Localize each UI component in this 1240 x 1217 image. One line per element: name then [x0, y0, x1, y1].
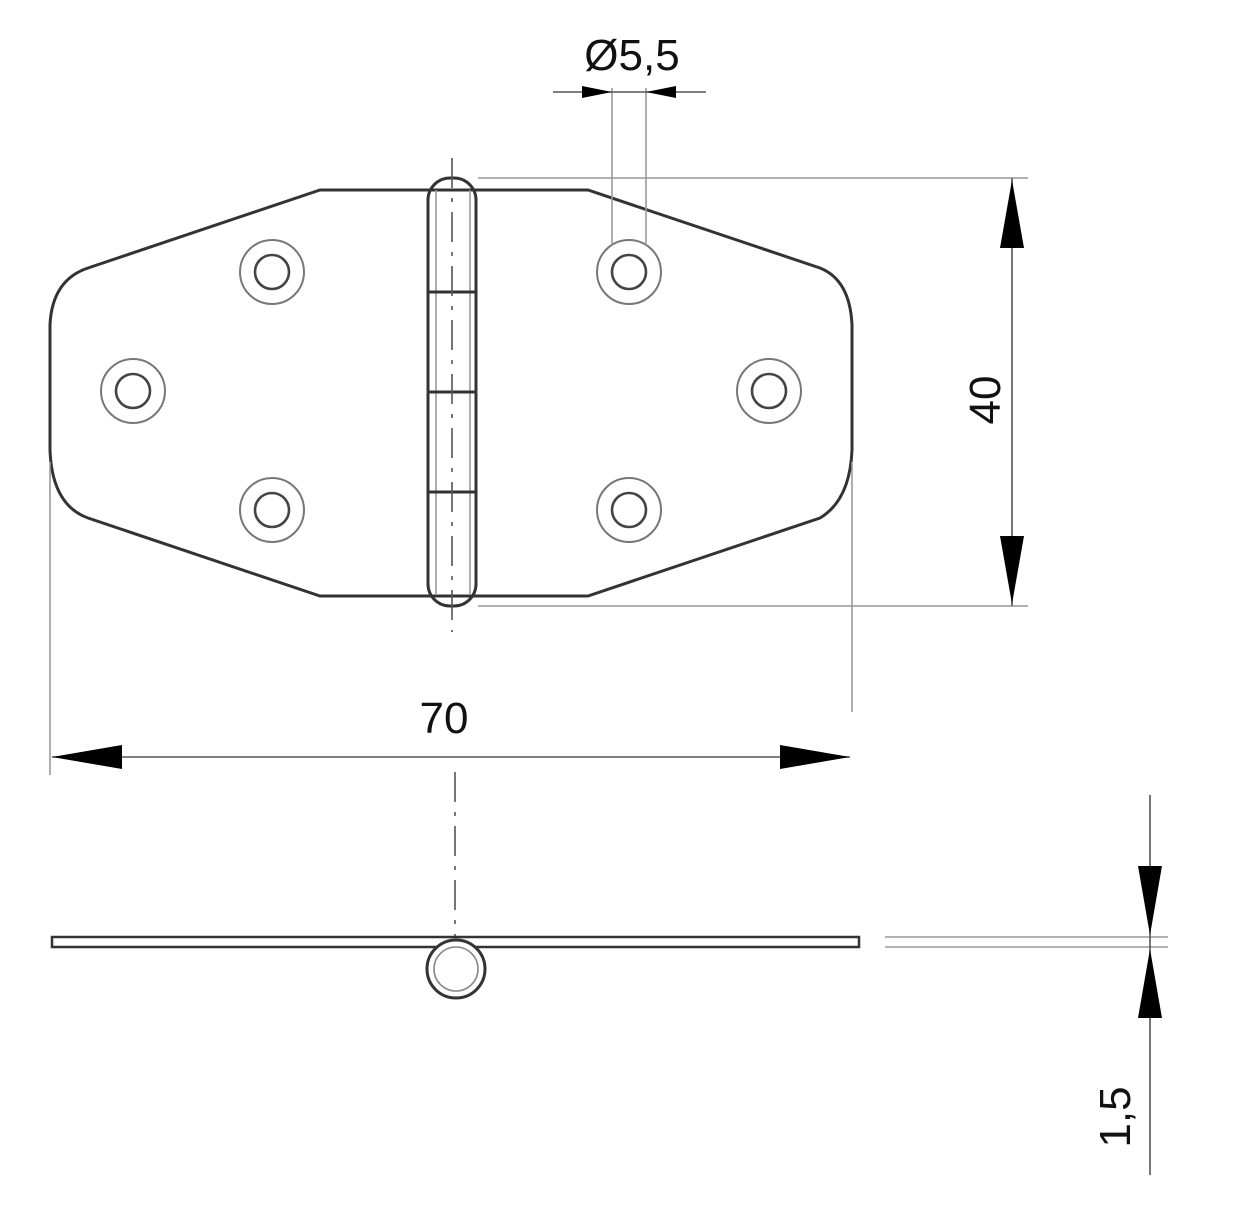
mounting-hole — [239, 239, 305, 305]
mounting-hole — [100, 358, 166, 424]
hinge-plate-outline — [48, 188, 854, 598]
mounting-hole — [239, 477, 305, 543]
width-label: 70 — [420, 694, 469, 743]
height-label: 40 — [961, 376, 1010, 425]
thickness-label: 1,5 — [1091, 1086, 1140, 1147]
mounting-hole — [736, 358, 802, 424]
thickness-dimension — [885, 795, 1168, 1175]
height-dimension — [478, 177, 1028, 607]
width-dimension — [49, 462, 853, 775]
mounting-hole — [596, 239, 662, 305]
hole-diameter-dimension — [553, 86, 706, 245]
hinge-side-pin — [425, 938, 487, 1000]
mounting-hole — [596, 477, 662, 543]
hole-diameter-label: Ø5,5 — [584, 31, 679, 80]
